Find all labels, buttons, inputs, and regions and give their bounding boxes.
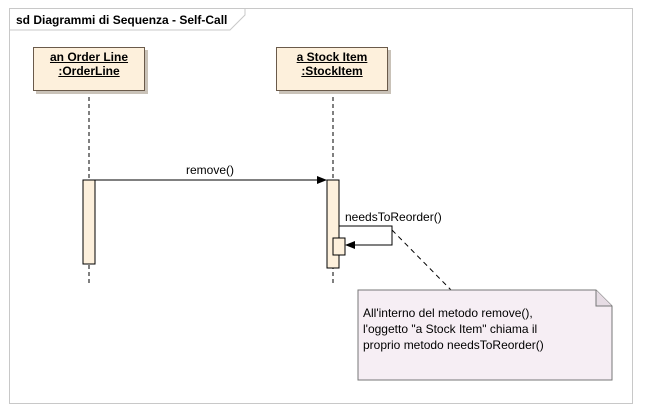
message-self-call-label: needsToReorder(): [345, 210, 442, 224]
activation-order-line: [82, 179, 96, 265]
lifeline-order-line-type: :OrderLine: [58, 64, 120, 78]
lifeline-stock-item-type: :StockItem: [301, 64, 363, 78]
lifeline-stock-item-name: a Stock Item: [296, 50, 368, 64]
note: All'interno del metodo remove(), l'ogget…: [358, 290, 612, 380]
note-body: [357, 289, 613, 381]
lifeline-order-line-name: an Order Line: [49, 50, 129, 64]
diagram-title: sd Diagrammi di Sequenza - Self-Call: [16, 13, 228, 27]
note-text: All'interno del metodo remove(), l'ogget…: [363, 305, 603, 353]
note-line: proprio metodo needsToReorder(): [363, 338, 544, 352]
lifeline-stock-item-head: a Stock Item :StockItem: [276, 47, 388, 91]
note-fold: [595, 290, 612, 307]
message-remove-label: remove(): [186, 163, 235, 177]
message-self-call-arrow: [339, 225, 393, 249]
lifeline-order-line-head: an Order Line :OrderLine: [33, 47, 145, 91]
note-connector: [391, 229, 453, 292]
note-line: l'oggetto "a Stock Item" chiama il: [363, 322, 538, 336]
note-line: All'interno del metodo remove(),: [363, 306, 533, 320]
activation-self-call: [332, 237, 346, 256]
frame-title-tab: [9, 8, 246, 31]
